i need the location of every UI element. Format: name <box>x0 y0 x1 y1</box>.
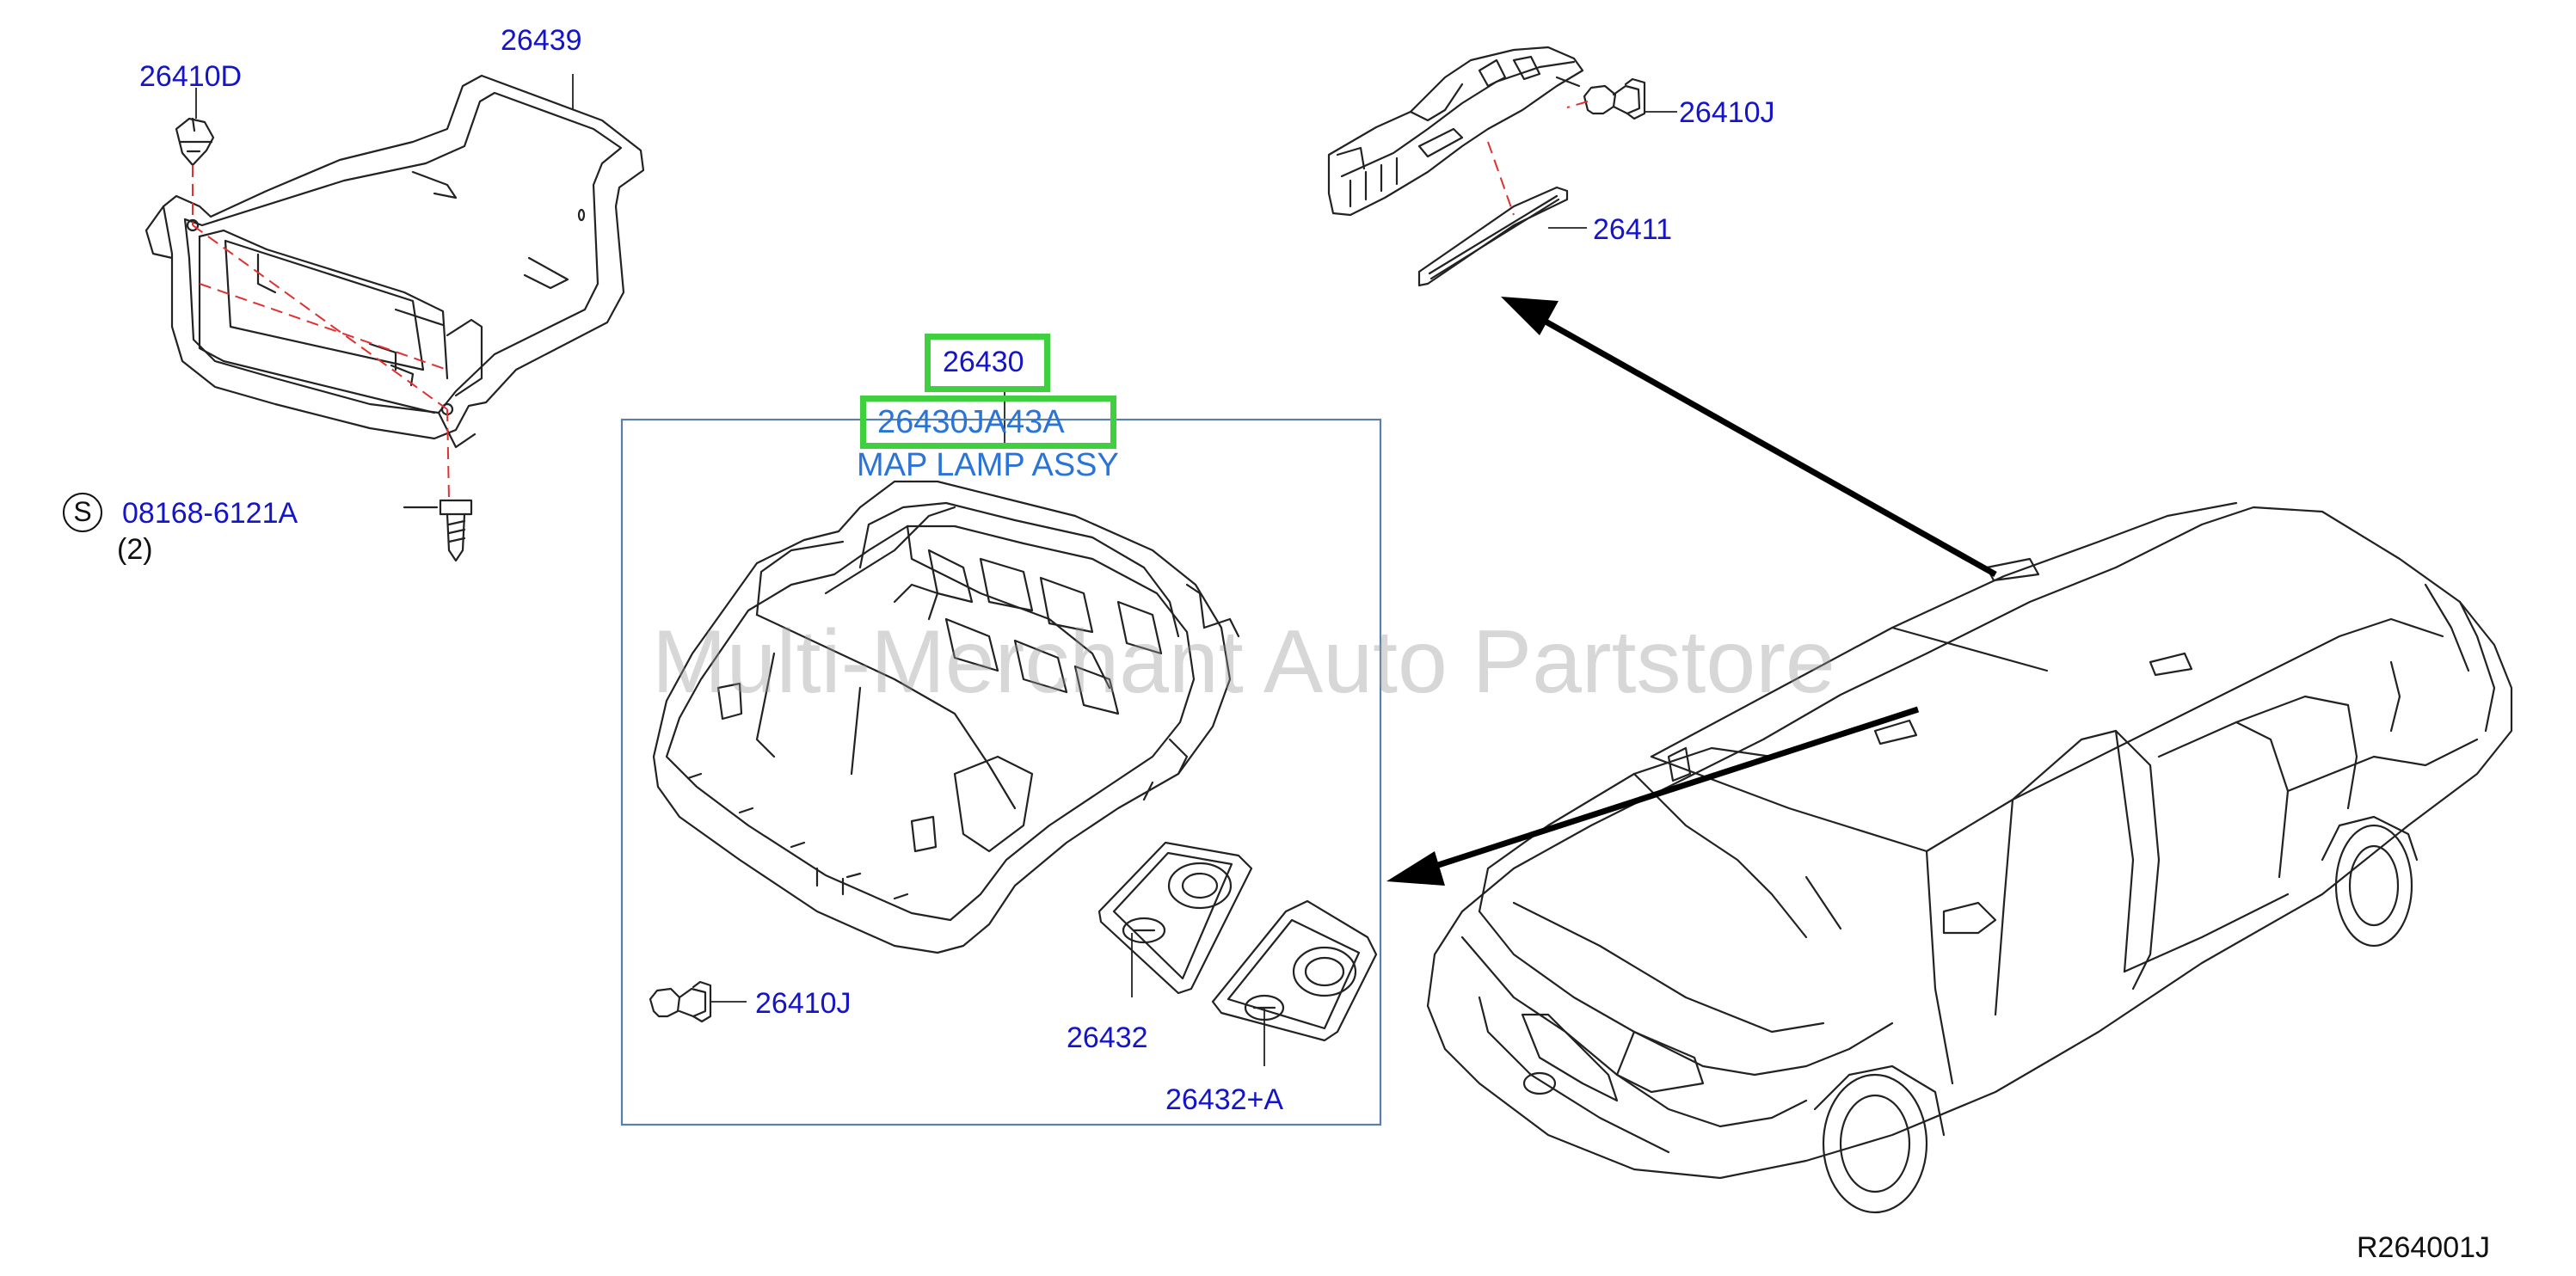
part-label-26430JA43A[interactable]: 26430JA43A <box>877 404 1065 440</box>
bulb-26410J-top-drawing <box>1583 77 1646 120</box>
part-label-26432A[interactable]: 26432+A <box>1165 1083 1284 1116</box>
bracket-26439-drawing <box>144 74 645 449</box>
screw-08168-drawing <box>403 499 473 562</box>
lamp-housing-26411-drawing <box>1327 46 1584 217</box>
figure-reference: R264001J <box>2357 1231 2491 1264</box>
lens-26411-drawing <box>1417 186 1569 287</box>
arrows <box>1386 297 1997 886</box>
part-label-26411[interactable]: 26411 <box>1593 213 1673 246</box>
part-label-08168-6121A[interactable]: 08168-6121A <box>122 497 298 530</box>
clip-26410D-drawing <box>175 117 215 167</box>
part-label-26432[interactable]: 26432 <box>1067 1021 1148 1054</box>
bulb-26410J-bottom-drawing <box>649 980 712 1023</box>
part-label-26410J-top[interactable]: 26410J <box>1679 96 1775 129</box>
assy-box <box>620 418 1382 1126</box>
lens-26432A-drawing <box>1211 899 1378 1042</box>
lens-26432-drawing <box>1097 841 1253 995</box>
part-label-26430[interactable]: 26430 <box>943 346 1024 378</box>
highlight-box-26430JA43A <box>860 396 1116 449</box>
leader-lines <box>195 74 1677 1066</box>
part-label-26410J-bottom[interactable]: 26410J <box>755 987 851 1020</box>
screw-quantity: (2) <box>117 533 153 566</box>
dashed-leaders <box>192 101 1589 501</box>
part-label-26439[interactable]: 26439 <box>501 24 582 57</box>
part-label-26410D[interactable]: 26410D <box>139 60 243 93</box>
car-drawing <box>1426 501 2513 1214</box>
watermark-text: Multi-Merchant Auto Partstore <box>652 612 1835 712</box>
assy-name-label: MAP LAMP ASSY <box>857 447 1119 483</box>
map-lamp-assy-drawing <box>652 480 1240 954</box>
screw-symbol-s: S <box>63 493 102 532</box>
highlight-box-26430 <box>925 334 1050 392</box>
